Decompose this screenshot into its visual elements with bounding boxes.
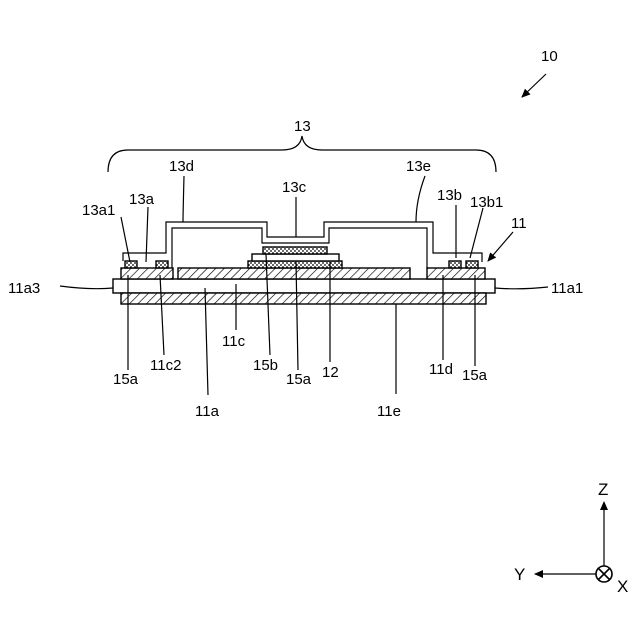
label-15a-mid: 15a [286,371,312,388]
label-15b: 15b [253,357,278,374]
center-electrode [178,268,410,279]
label-13a: 13a [129,191,155,208]
right-pad-electrode [427,268,485,279]
bump-left-1 [125,261,137,268]
label-11a: 11a [195,403,220,420]
label-13b: 13b [437,187,462,204]
y-axis-label: Y [514,565,525,584]
label-11a1: 11a1 [551,280,583,297]
chip-bumps-top [263,247,327,254]
label-13c: 13c [282,179,307,196]
label-12: 12 [322,364,339,381]
label-15a-left: 15a [113,371,139,388]
chip-body [252,254,339,261]
label-11: 11 [511,215,527,232]
bump-left-2 [156,261,168,268]
label-11c2: 11c2 [150,357,181,374]
label-10: 10 [541,48,558,65]
label-13: 13 [294,118,311,135]
brace-13 [108,136,496,172]
label-13e: 13e [406,158,431,175]
label-13d: 13d [169,158,194,175]
left-pad-electrode [121,268,173,279]
arrow-10 [522,74,546,97]
arrow-11 [488,232,513,261]
bottom-electrode [121,293,486,304]
label-13b1: 13b1 [470,194,503,211]
label-13a1: 13a1 [82,202,115,219]
label-11a3: 11a3 [8,280,40,297]
label-11c: 11c [222,333,246,350]
chip-bumps-bottom [248,261,342,268]
bump-right-2 [466,261,478,268]
x-axis-label: X [617,577,628,596]
substrate-core [113,279,495,293]
bump-right-1 [449,261,461,268]
label-11d: 11d [429,361,453,378]
label-15a-right: 15a [462,367,488,384]
x-axis-into-page-icon [596,566,612,582]
label-11e: 11e [377,403,401,420]
z-axis-label: Z [598,480,608,499]
